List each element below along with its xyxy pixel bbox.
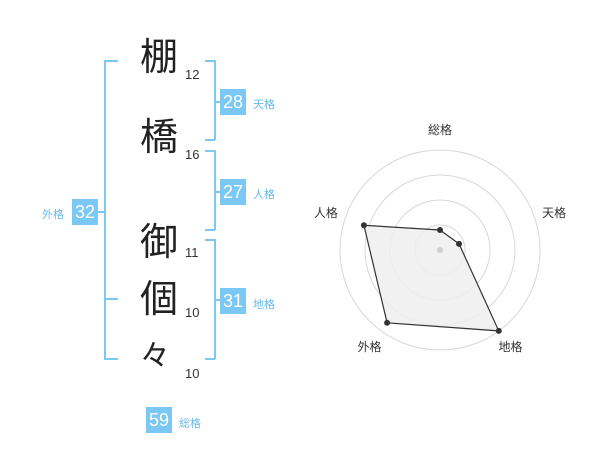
radar-point-5 [360, 222, 367, 229]
radar-axis-label-4: 外格 [357, 339, 381, 354]
chikaku-label: 地格 [253, 298, 275, 311]
tenkaku-label: 天格 [253, 98, 275, 111]
name-char-3: 御 [140, 220, 179, 264]
name-char-5: 々 [140, 339, 170, 374]
chikaku-value: 31 [220, 288, 246, 314]
stroke-count-2: 16 [185, 147, 200, 162]
name-char-2: 橋 [140, 115, 179, 159]
jinkaku-label: 人格 [253, 188, 275, 201]
stroke-count-5: 10 [185, 366, 200, 381]
radar-point-3 [495, 327, 502, 334]
name-char-1: 棚 [140, 35, 179, 79]
stroke-count-4: 10 [185, 305, 200, 320]
radar-axis-label-3: 地格 [499, 339, 523, 354]
name-char-4: 個 [140, 277, 179, 321]
jinkaku-value: 27 [220, 179, 246, 205]
radar-point-2 [456, 240, 463, 247]
radar-center-dot [437, 247, 443, 253]
radar-point-4 [384, 319, 391, 326]
radar-ring [339, 149, 541, 351]
gaikaku-value: 32 [72, 199, 98, 225]
soukaku-value: 59 [146, 407, 172, 433]
radar-axis-label-2: 天格 [542, 205, 566, 220]
radar-point-1 [437, 227, 443, 233]
stroke-count-3: 11 [185, 245, 199, 260]
soukaku-label: 総格 [179, 417, 201, 430]
radar-polygon [363, 224, 500, 332]
stroke-count-1: 12 [185, 67, 200, 82]
radar-axis-label-1: 総格 [428, 122, 452, 137]
tenkaku-value: 28 [220, 89, 246, 115]
gaikaku-label: 外格 [42, 208, 64, 221]
radar-axis-label-5: 人格 [314, 205, 338, 220]
